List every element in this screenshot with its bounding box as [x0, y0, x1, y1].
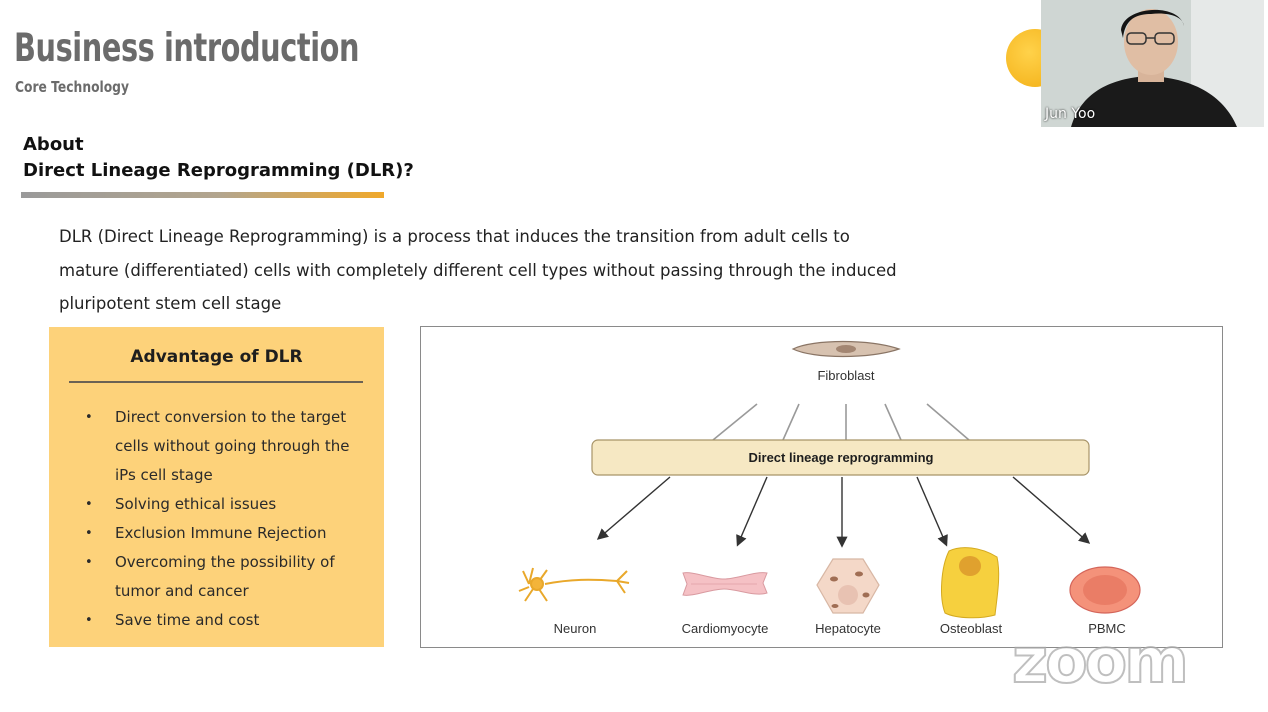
advantage-title: Advantage of DLR	[130, 347, 303, 367]
cardiomyocyte-icon	[682, 572, 768, 596]
advantage-item: Solving ethical issues	[85, 490, 375, 519]
diverging-arrows	[596, 476, 1091, 548]
advantage-item: Overcoming the possibility of tumor and …	[85, 548, 375, 606]
page-title: Business introduction	[14, 26, 360, 71]
target-label-cardiomyocyte: Cardiomyocyte	[682, 621, 769, 636]
dlr-diagram-svg: Fibroblast Direct lineage reprogramming	[518, 340, 1141, 636]
intro-line: pluripotent stem cell stage	[59, 294, 282, 313]
dlr-diagram: Fibroblast Direct lineage reprogramming	[420, 326, 1223, 648]
target-label-pbmc: PBMC	[1088, 621, 1126, 636]
advantage-item: Exclusion Immune Rejection	[85, 519, 375, 548]
target-label-neuron: Neuron	[554, 621, 597, 636]
section-heading: About Direct Lineage Reprogramming (DLR)…	[23, 132, 414, 184]
advantage-list: Direct conversion to the target cells wi…	[85, 403, 375, 635]
target-label-osteoblast: Osteoblast	[940, 621, 1003, 636]
advantage-divider	[69, 381, 363, 383]
participant-video-tile[interactable]: Jun Yoo	[1041, 0, 1264, 127]
intro-line: mature (differentiated) cells with compl…	[59, 260, 897, 280]
intro-line: DLR (Direct Lineage Reprogramming) is a …	[59, 227, 850, 246]
participant-name: Jun Yoo	[1045, 106, 1096, 122]
page-subtitle: Core Technology	[15, 78, 130, 96]
process-box	[591, 439, 1090, 476]
fibroblast-cell-icon	[791, 340, 901, 358]
hepatocyte-icon	[816, 558, 880, 614]
heading-underline	[21, 192, 384, 198]
section-heading-line2: Direct Lineage Reprogramming (DLR)?	[23, 160, 414, 181]
advantage-item: Direct conversion to the target cells wi…	[85, 403, 375, 490]
zoom-watermark: zoom	[1011, 623, 1190, 698]
process-label: Direct lineage reprogramming	[749, 450, 934, 465]
participant-avatar-icon	[1041, 0, 1264, 127]
fibroblast-label: Fibroblast	[817, 368, 874, 383]
intro-paragraph: DLR (Direct Lineage Reprogramming) is a …	[59, 220, 939, 321]
pbmc-icon	[1069, 566, 1141, 614]
advantage-item: Save time and cost	[85, 606, 375, 635]
target-label-hepatocyte: Hepatocyte	[815, 621, 881, 636]
advantage-panel: Advantage of DLR Direct conversion to th…	[49, 327, 384, 647]
section-heading-line1: About	[23, 134, 84, 155]
converging-lines	[712, 403, 970, 441]
osteoblast-icon	[941, 547, 1000, 619]
neuron-icon	[518, 567, 630, 602]
